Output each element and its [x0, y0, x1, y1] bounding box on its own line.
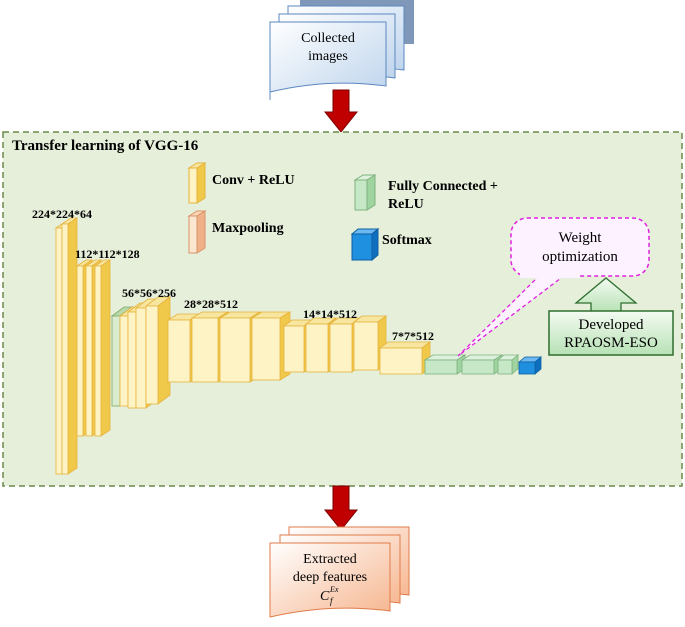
- layer-block-conv5-4: [352, 315, 388, 371]
- layer-block-softmax: [517, 356, 543, 375]
- feat-page-1: [269, 542, 391, 618]
- layer-block-front: [145, 305, 159, 405]
- layer-block-front: [119, 315, 129, 407]
- legend-fc-label-line2: ReLU: [388, 197, 424, 212]
- collected-label-line1: Collected: [301, 31, 355, 46]
- weight-optimization-callout: Weight optimization: [457, 217, 650, 357]
- extracted-symbol: C: [320, 589, 330, 604]
- layer-block-front: [76, 265, 84, 437]
- layer-block-front: [127, 311, 137, 409]
- collected-images-stack: Collected images: [269, 0, 414, 100]
- transfer-learning-panel: [2, 131, 683, 487]
- layer-block-side: [100, 259, 111, 437]
- callout-tail: [457, 274, 566, 357]
- layer-block-front: [61, 223, 69, 475]
- layer-block-front: [424, 359, 458, 375]
- developed-box: [548, 310, 674, 356]
- developed-optimizer: Developed RPAOSM-ESO: [548, 277, 674, 356]
- legend-maxpool-swatch: [187, 210, 207, 254]
- vgg16-layer-blocks: [54, 217, 543, 475]
- layer-block-front: [85, 265, 93, 437]
- collected-label-line2: images: [308, 49, 348, 64]
- layer-block-fc-3: [496, 354, 520, 375]
- layer-block-front: [219, 317, 251, 383]
- layer-block-front: [353, 321, 379, 371]
- legend-softmax-label: Softmax: [382, 233, 432, 248]
- layer-label-112: 112*112*128: [75, 247, 140, 261]
- layer-block-front: [497, 359, 513, 375]
- extracted-line1: Extracted: [303, 552, 357, 567]
- layer-block-front: [283, 325, 305, 373]
- developed-line2: RPAOSM-ESO: [564, 335, 658, 351]
- layer-block-front: [518, 361, 536, 375]
- layer-block-front: [111, 315, 121, 407]
- layer-block-front: [167, 319, 191, 383]
- layer-block-conv6: [378, 341, 432, 375]
- legend-conv-swatch: [187, 162, 207, 204]
- layer-block-conv3-4: [144, 296, 172, 405]
- extracted-symbol-sub: f: [330, 596, 334, 606]
- layer-block-front: [305, 323, 329, 373]
- layer-label-224: 224*224*64: [32, 207, 92, 221]
- layer-label-7: 7*7*512: [392, 329, 434, 343]
- layer-block-front: [191, 317, 219, 383]
- weight-optimization-line1: Weight: [559, 230, 603, 246]
- legend: Conv + ReLU Maxpooling Fully Connected +…: [187, 162, 498, 262]
- layer-label-56: 56*56*256: [122, 286, 176, 300]
- arrow-down-top: [323, 89, 359, 133]
- layer-block-front: [461, 359, 495, 375]
- layer-block-conv1-2: [60, 217, 79, 475]
- extracted-symbol-sup: Ex: [329, 585, 339, 594]
- developed-line1: Developed: [579, 317, 644, 333]
- extracted-line2: deep features: [293, 570, 367, 585]
- layer-block-front: [94, 265, 102, 437]
- legend-conv-label: Conv + ReLU: [212, 173, 295, 188]
- layer-block-front: [55, 227, 63, 475]
- layer-block-front: [329, 323, 353, 373]
- layer-block-front: [135, 307, 147, 409]
- extracted-features-stack: Extracted deep features C f Ex: [269, 526, 410, 618]
- legend-fc-swatch: [353, 174, 377, 211]
- legend-fc-label-line1: Fully Connected +: [388, 179, 498, 194]
- layer-block-front: [379, 347, 423, 375]
- callout-bubble: [510, 217, 650, 277]
- layer-block-front: [251, 317, 281, 381]
- legend-maxpool-label: Maxpooling: [212, 221, 284, 236]
- arrow-down-bottom: [323, 485, 359, 531]
- doc-page-1: [269, 21, 387, 100]
- legend-softmax-swatch: [350, 227, 380, 262]
- layer-block-conv2-3: [93, 259, 112, 437]
- layer-label-28: 28*28*512: [184, 297, 238, 311]
- layer-label-14: 14*14*512: [303, 307, 357, 321]
- panel-title: Transfer learning of VGG-16: [12, 138, 199, 154]
- weight-optimization-line2: optimization: [542, 249, 618, 265]
- layer-block-fc-1: [423, 354, 467, 375]
- layer-block-fc-2: [460, 354, 504, 375]
